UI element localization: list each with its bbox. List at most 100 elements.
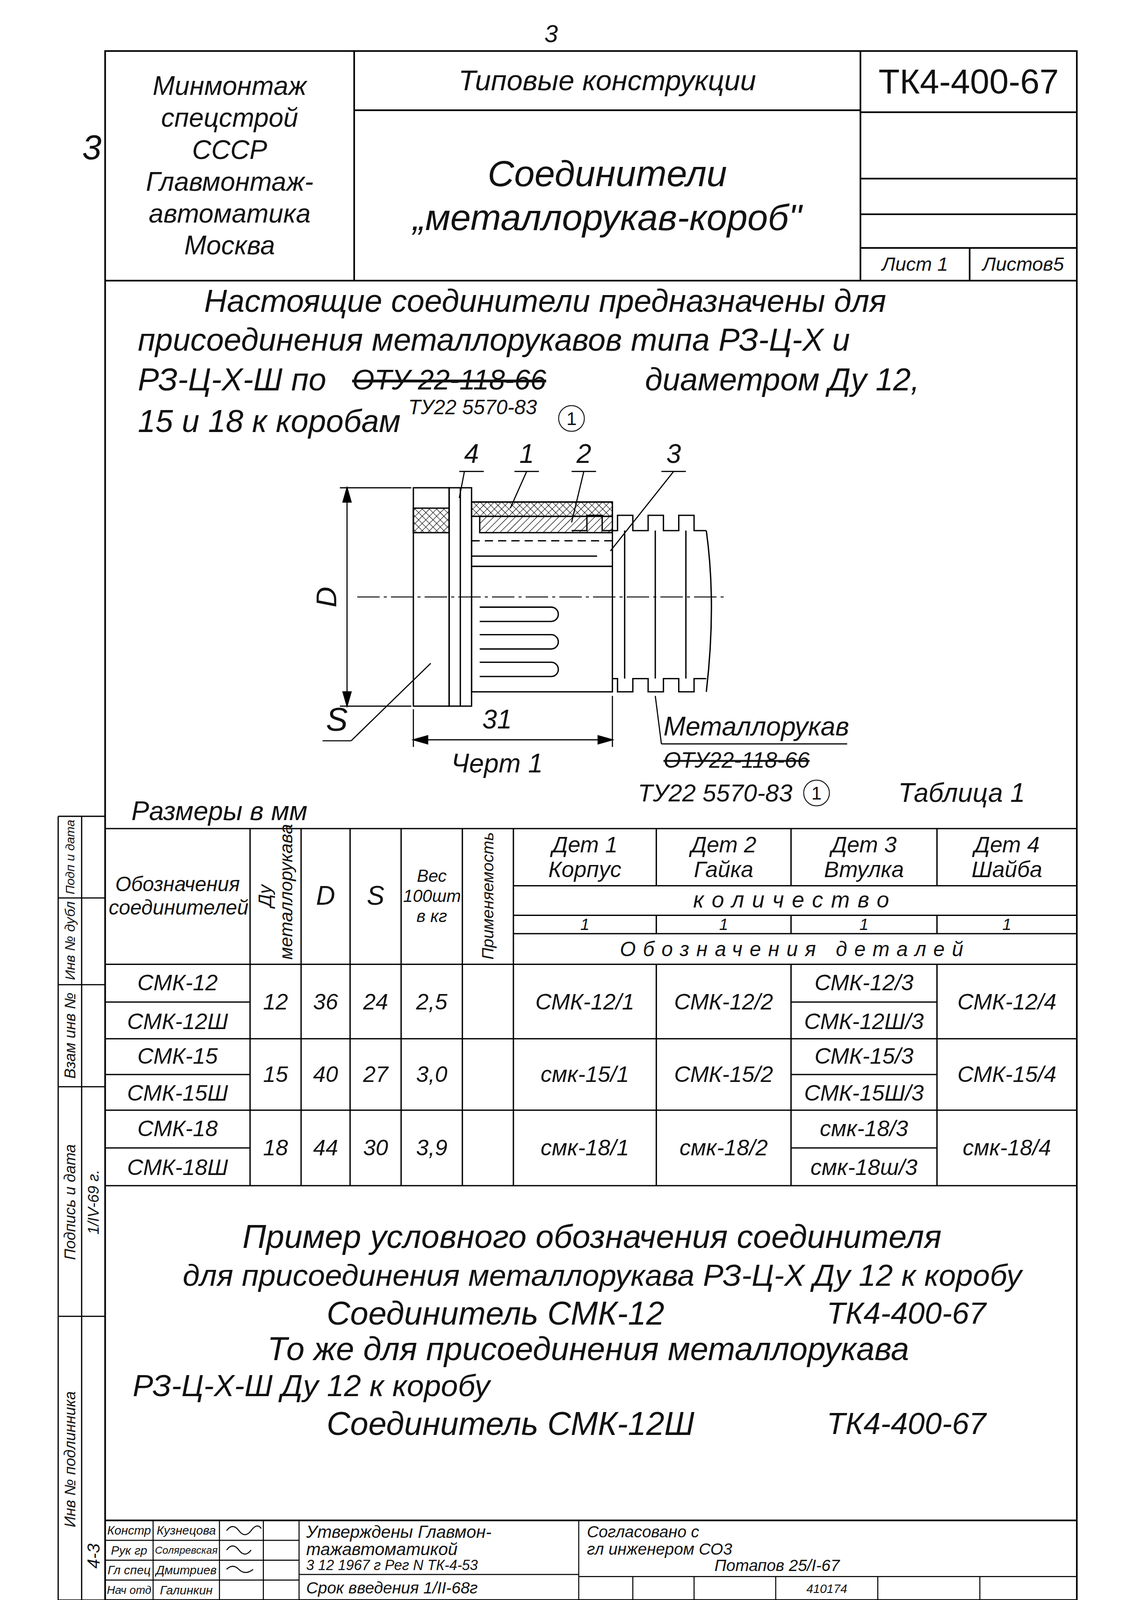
parts-table-grid	[655, 964, 658, 1186]
parts-table-grid	[790, 828, 792, 886]
stamp-role: Констр	[107, 1523, 152, 1538]
sheet-frame	[860, 111, 1078, 113]
example-designation: Соединитель СМК-12	[326, 1294, 665, 1333]
table-cell: 1	[719, 915, 729, 934]
leader-lines	[610, 471, 674, 551]
table-cell: СМК-12/4	[957, 989, 1057, 1016]
leader-lines	[322, 740, 352, 742]
connector-fitting	[479, 662, 559, 677]
parts-table-grid	[513, 932, 1078, 935]
stamp-role: Гл спец	[107, 1563, 151, 1578]
table-cell: смк-18ш/3	[810, 1154, 918, 1181]
parts-table-grid	[790, 1147, 937, 1150]
parts-table-grid	[936, 915, 938, 934]
sheet-frame	[105, 1519, 1078, 1522]
stamp-grid	[105, 1539, 300, 1541]
table-header: Корпус	[548, 856, 622, 883]
table-cell: 2,5	[416, 989, 448, 1016]
leader-lines	[661, 743, 847, 745]
title-block-cell: Соединители „металлорукав-короб"	[354, 110, 861, 281]
table-cell: СМК-12Ш	[127, 1008, 229, 1035]
parts-table-grid	[105, 1038, 1078, 1040]
parts-table-grid	[513, 914, 1078, 917]
part-name: Металлорукав	[663, 711, 850, 742]
parts-table-grid	[105, 1185, 1078, 1187]
title-text: ТК4-400-67	[878, 60, 1059, 103]
table-title: Таблица 1	[898, 777, 1026, 809]
leader-lines	[655, 695, 662, 745]
description-text: Настоящие соединители предназначены для	[204, 282, 887, 320]
example-text: То же для присоединения металлорукава	[267, 1330, 910, 1368]
stamp-role: Нач отд	[107, 1583, 152, 1598]
leader-lines	[510, 471, 527, 509]
parts-table-grid	[790, 915, 792, 934]
table-header: Дет 3	[831, 832, 897, 859]
connector-fitting	[479, 607, 559, 622]
title-block-cell: Типовые конструкции	[354, 50, 861, 111]
margin-strip	[57, 1315, 105, 1318]
sheet-frame	[105, 50, 1078, 1600]
struck-reference: ОТУ 22-118-66	[352, 363, 547, 397]
table-cell: СМК-15/3	[814, 1043, 914, 1070]
sheet-frame	[105, 279, 1078, 282]
table-cell: смк-18/1	[540, 1135, 629, 1162]
dimension-lines	[598, 736, 613, 745]
sheet-frame	[860, 177, 1078, 180]
dimension-value: 31	[482, 704, 512, 735]
stamp-text: 3 12 1967 г Рег N ТК-4-53	[306, 1557, 478, 1574]
stamp-grid	[775, 1576, 777, 1600]
parts-table-grid	[349, 828, 351, 1186]
title-block-cell: Минмонтаж спецстрой СССР Главмонтаж-авто…	[105, 50, 355, 281]
metal-hose	[685, 530, 687, 679]
table-header: Дет 4	[974, 832, 1040, 859]
connector-fitting	[479, 516, 613, 533]
table-cell: 1	[859, 915, 869, 934]
table-cell: 1	[1002, 915, 1012, 934]
parts-table-grid	[105, 1074, 251, 1076]
table-header: Дет 1	[552, 832, 618, 859]
table-header: Обозначения соединителей	[108, 872, 247, 920]
margin-strip	[57, 816, 105, 1600]
callout-number: 3	[666, 439, 682, 470]
stamp-grid	[693, 1576, 695, 1600]
margin-field: Инв № подлинника	[61, 1391, 80, 1528]
sheet-frame	[859, 50, 861, 281]
metal-hose	[654, 530, 657, 679]
table-cell: СМК-12Ш/3	[804, 1008, 925, 1035]
example-text: РЗ-Ц-Х-Ш Ду 12 к коробу	[132, 1368, 491, 1404]
parts-table-grid	[249, 828, 251, 1186]
table-cell: 3,9	[416, 1135, 448, 1162]
description-text: 15 и 18 к коробам	[137, 403, 401, 440]
dimension-lines	[339, 487, 412, 489]
parts-table-grid	[105, 1147, 251, 1150]
stamp-text: Согласовано с	[586, 1522, 700, 1542]
stamp-text: Утверждены Главмон-	[306, 1522, 492, 1543]
table-cell: 3,0	[416, 1062, 448, 1088]
parts-table-grid	[400, 828, 402, 1186]
margin-strip	[57, 1086, 105, 1088]
metal-hose	[623, 530, 626, 679]
parts-table-grid	[790, 1074, 937, 1076]
sheet-frame	[860, 213, 1078, 216]
margin-field: Инв № дубл	[61, 901, 79, 981]
table-cell: СМК-12/1	[535, 989, 635, 1016]
revision-mark: 1	[558, 404, 586, 432]
revision-note: ТУ22 5570-83	[637, 779, 793, 808]
table-header: D	[316, 881, 336, 912]
margin-strip	[57, 816, 59, 1600]
table-cell: смк-18/2	[679, 1135, 768, 1162]
table-cell: смк-18/3	[819, 1115, 909, 1142]
stamp-name: Дмитриев	[155, 1563, 217, 1578]
dimension-label: D	[310, 585, 343, 610]
table-header: Обозначения деталей	[619, 937, 971, 962]
dimension-lines	[413, 736, 428, 745]
sheet-frame	[354, 109, 861, 111]
dimension-label: S	[325, 701, 348, 739]
table-cell: 24	[362, 989, 388, 1016]
parts-table-grid	[105, 828, 1078, 1186]
parts-table-grid	[461, 828, 463, 1186]
struck-reference: ОТУ22-118-66	[663, 747, 810, 774]
example-designation: ТК4-400-67	[826, 1406, 987, 1442]
connector-fitting	[471, 502, 613, 517]
